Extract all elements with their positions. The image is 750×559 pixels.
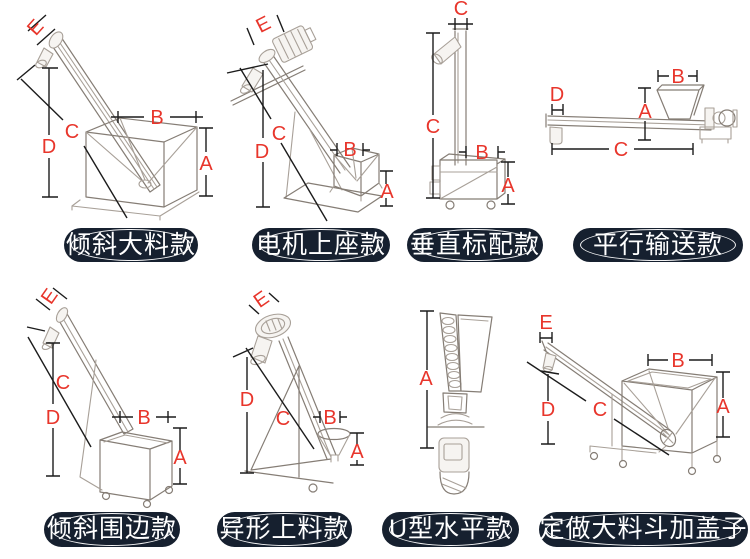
dim-d: D <box>240 389 254 411</box>
dim-a: A <box>501 175 515 197</box>
dim-b: B <box>475 142 488 164</box>
dim-a: A <box>199 153 213 175</box>
label-inclined-bin: 倾斜围边款 <box>44 512 180 547</box>
dim-d: D <box>541 399 555 421</box>
dims-panel-1: E D C B A <box>16 14 213 219</box>
dim-b: B <box>671 350 684 372</box>
dim-e: E <box>253 12 275 38</box>
label-inclined-large-hopper: 倾斜大料款 <box>64 228 198 262</box>
sketch-motor-top <box>230 25 383 213</box>
sketch-special-shape-loader <box>244 313 351 493</box>
dim-a: A <box>638 101 652 123</box>
dim-d: D <box>550 84 564 106</box>
sketch-u-type-horizontal <box>427 312 493 495</box>
dim-a: A <box>716 396 730 418</box>
dim-c: C <box>614 139 628 161</box>
sketch-custom-hopper-lid <box>541 340 722 476</box>
label-parallel-conveyor: 平行输送款 <box>573 228 743 262</box>
sketch-parallel-conveyor <box>545 84 738 145</box>
dim-c: C <box>593 399 607 421</box>
sketch-inclined-large-hopper <box>35 31 200 221</box>
dim-d: D <box>42 136 56 158</box>
dim-c: C <box>56 372 70 394</box>
dim-a: A <box>173 447 187 469</box>
dims-panel-7: A <box>419 310 434 449</box>
label-motor-top: 电机上座款 <box>252 228 390 262</box>
dims-panel-8: E D C B A <box>526 312 730 456</box>
sketch-vertical-standard <box>429 28 506 210</box>
dim-b: B <box>150 107 163 129</box>
dim-c-top: C <box>454 0 468 20</box>
dim-c: C <box>272 123 286 145</box>
dim-b: B <box>343 139 356 161</box>
dim-c: C <box>426 116 440 138</box>
dim-c: C <box>276 408 290 430</box>
label-custom-hopper-lid: 定做大料斗加盖子 <box>539 512 748 547</box>
dim-e: E <box>539 312 552 334</box>
dim-e: E <box>23 15 48 40</box>
dim-b: B <box>671 66 684 88</box>
dim-a: A <box>380 181 394 203</box>
dim-b: B <box>137 407 150 429</box>
dim-c: C <box>65 121 79 143</box>
label-u-type-horizontal: U型水平款 <box>382 512 519 547</box>
dim-a: A <box>419 368 433 390</box>
dims-panel-4: B A D C <box>550 66 698 161</box>
dim-e: E <box>37 285 63 309</box>
dim-d: D <box>46 407 60 429</box>
label-vertical-standard: 垂直标配款 <box>407 228 543 262</box>
sketch-inclined-bin <box>41 307 174 509</box>
dim-b: B <box>323 407 336 429</box>
label-special-shape-loader: 异形上料款 <box>217 512 352 547</box>
dim-a: A <box>350 441 364 463</box>
dims-panel-3: C C B A <box>426 0 515 205</box>
dim-d: D <box>255 141 269 163</box>
